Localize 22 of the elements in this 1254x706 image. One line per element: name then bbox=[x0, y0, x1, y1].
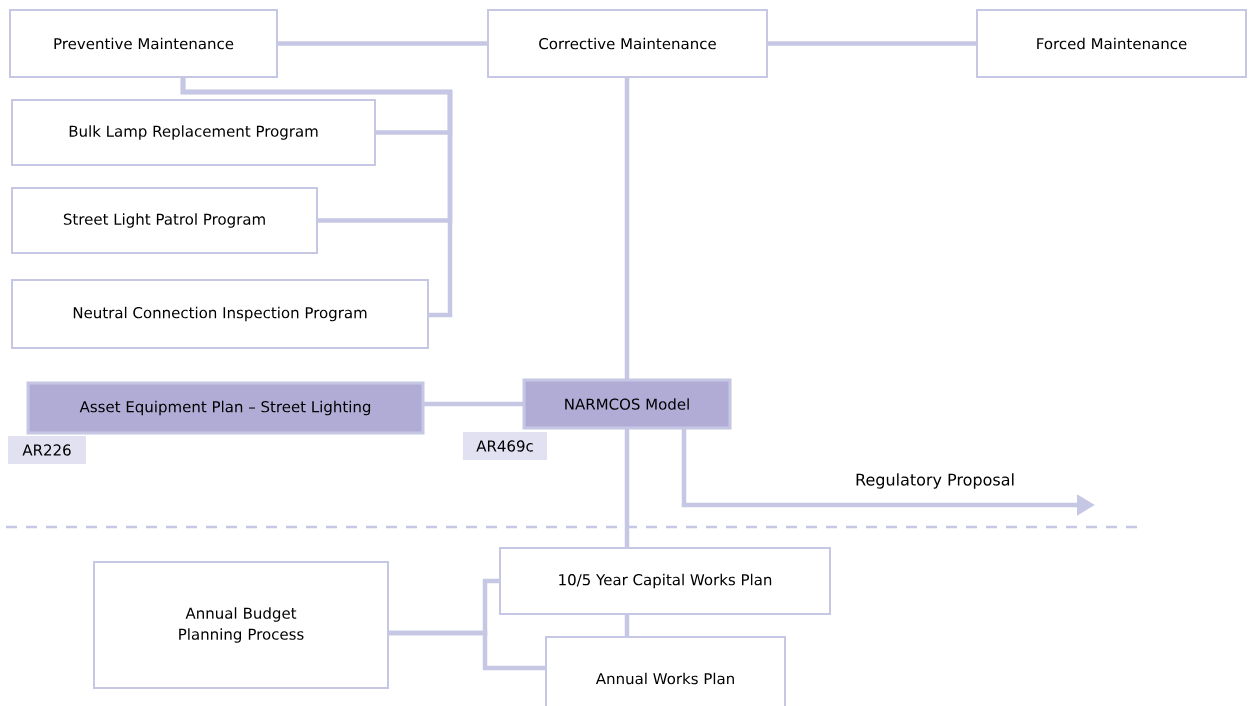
connector-line bbox=[277, 41, 488, 46]
connector-line bbox=[624, 614, 630, 637]
process-box: Street Light Patrol Program bbox=[11, 187, 318, 254]
process-box: Annual Works Plan bbox=[545, 636, 786, 706]
process-box: Preventive Maintenance bbox=[9, 9, 278, 78]
process-box: 10/5 Year Capital Works Plan bbox=[499, 547, 831, 615]
process-box: Corrective Maintenance bbox=[487, 9, 768, 78]
process-box: Neutral Connection Inspection Program bbox=[11, 279, 429, 349]
connector-line bbox=[423, 401, 524, 407]
model-box: Asset Equipment Plan – Street Lighting bbox=[26, 381, 425, 435]
connector-line bbox=[767, 41, 977, 46]
process-box: Bulk Lamp Replacement Program bbox=[11, 99, 376, 166]
edge-label: Regulatory Proposal bbox=[854, 472, 1016, 490]
connector-line bbox=[624, 428, 630, 548]
reference-tag: AR226 bbox=[8, 436, 86, 464]
connector-line bbox=[180, 77, 453, 318]
process-box: Forced Maintenance bbox=[976, 9, 1247, 78]
connector-line bbox=[624, 77, 630, 380]
reference-tag: AR469c bbox=[463, 432, 547, 460]
process-box: Annual Budget Planning Process bbox=[93, 561, 389, 689]
connector-line bbox=[388, 630, 546, 671]
model-box: NARMCOS Model bbox=[522, 378, 732, 430]
